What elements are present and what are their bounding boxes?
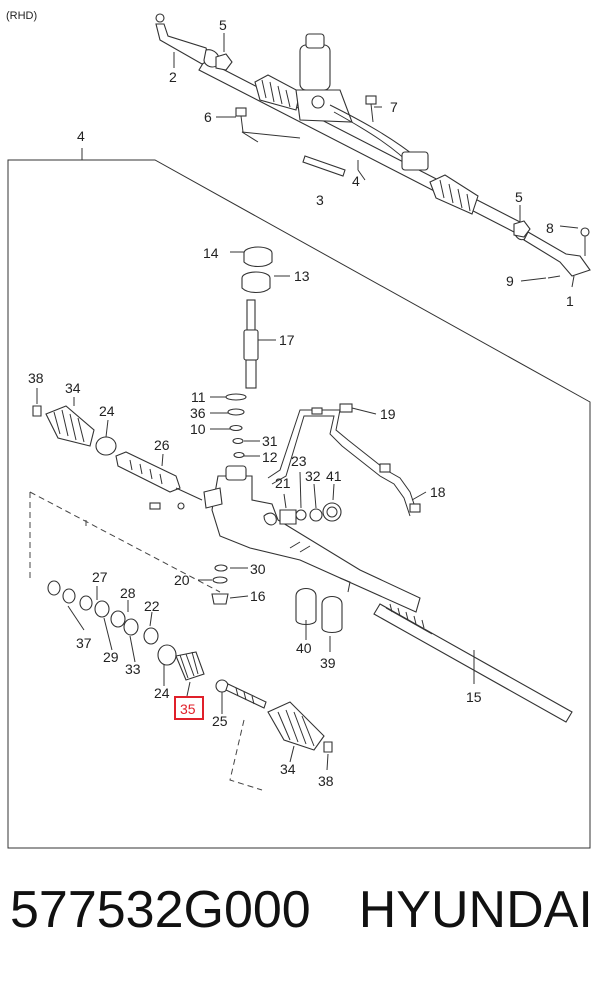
part-number: 577532G000: [10, 881, 311, 939]
callout-28: 28: [120, 585, 136, 601]
callout-20: 20: [174, 572, 190, 588]
brand-name: HYUNDAI: [358, 881, 593, 939]
callout-12: 12: [262, 449, 278, 465]
steering-gear-exploded-diagram: (RHD): [6, 10, 591, 849]
callout-5: 5: [219, 17, 227, 33]
callout-6: 6: [204, 109, 212, 125]
callout-34: 34: [280, 761, 296, 777]
callout-1: 1: [566, 293, 574, 309]
callout-9: 9: [506, 273, 514, 289]
callout-23: 23: [291, 453, 307, 469]
callout-17: 17: [279, 332, 295, 348]
exploded-leader-lines: [36, 251, 475, 771]
callout-34: 34: [65, 380, 81, 396]
side-label: (RHD): [6, 10, 37, 22]
callout-39: 39: [320, 655, 336, 671]
callout-38: 38: [318, 773, 334, 789]
callout-35-highlighted[interactable]: 35: [180, 701, 196, 717]
callout-24: 24: [99, 403, 115, 419]
exploded-parts: [29, 246, 573, 791]
callout-4: 4: [77, 128, 85, 144]
callout-13: 13: [294, 268, 310, 284]
callout-4: 4: [352, 173, 360, 189]
callout-31: 31: [262, 433, 278, 449]
callout-10: 10: [190, 421, 206, 437]
callout-41: 41: [326, 468, 342, 484]
callout-37: 37: [76, 635, 92, 651]
callout-7: 7: [390, 99, 398, 115]
highlight-box-35: [174, 696, 204, 720]
assembly-frame: [7, 148, 591, 849]
callout-40: 40: [296, 640, 312, 656]
callout-25: 25: [212, 713, 228, 729]
callout-15: 15: [466, 689, 482, 705]
callout-8: 8: [546, 220, 554, 236]
assembled-steering-gear: [155, 13, 591, 279]
callout-22: 22: [144, 598, 160, 614]
caption: 577532G000 HYUNDAI: [10, 880, 593, 960]
callout-5: 5: [515, 189, 523, 205]
callout-21: 21: [275, 475, 291, 491]
callout-26: 26: [154, 437, 170, 453]
callout-38: 38: [28, 370, 44, 386]
callout-14: 14: [203, 245, 219, 261]
callout-2: 2: [169, 69, 177, 85]
callout-27: 27: [92, 569, 108, 585]
callout-11: 11: [191, 389, 206, 405]
callout-24: 24: [154, 685, 170, 701]
callout-32: 32: [305, 468, 321, 484]
callout-19: 19: [380, 406, 396, 422]
callout-29: 29: [103, 649, 119, 665]
callout-16: 16: [250, 588, 266, 604]
callout-18: 18: [430, 484, 446, 500]
callout-3: 3: [316, 192, 324, 208]
top-leader-lines: [173, 33, 579, 288]
callout-33: 33: [125, 661, 141, 677]
callout-30: 30: [250, 561, 266, 577]
callout-36: 36: [190, 405, 206, 421]
callout-numbers: 1 2 3 4 4 5 5 6 7 8 9 10 11 12 13 14 15 …: [28, 17, 574, 789]
